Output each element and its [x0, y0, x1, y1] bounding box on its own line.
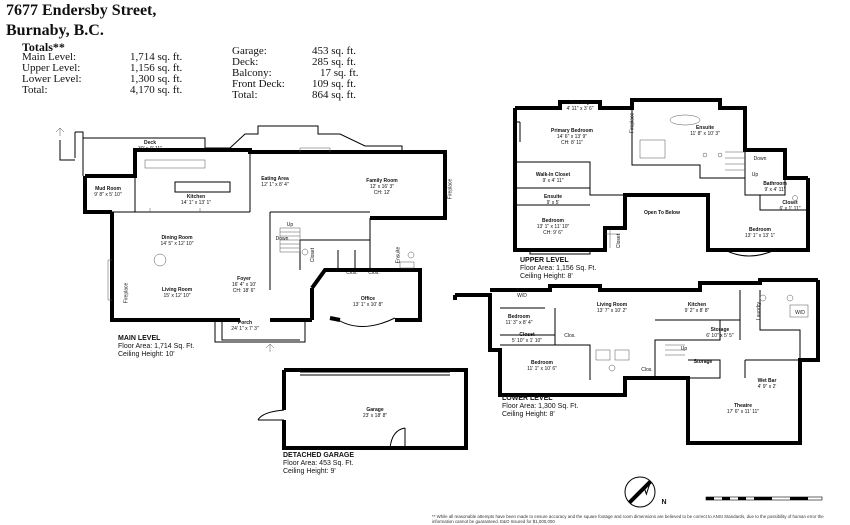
totals-label: Balcony:	[232, 67, 272, 79]
level-ceiling: Ceiling Height: 10'	[118, 351, 175, 358]
totals-label: Total:	[232, 89, 258, 101]
address-line-1: 7677 Endersby Street,	[6, 2, 157, 19]
label-fireplace: Fireplace	[447, 178, 454, 200]
lower-level-plan	[453, 278, 820, 445]
level-name: LOWER LEVEL	[502, 395, 553, 402]
label-clos: Clos.	[368, 270, 380, 276]
totals-label: Lower Level:	[22, 73, 82, 85]
totals-label: Garage:	[232, 45, 267, 57]
label-up: Up	[680, 346, 688, 352]
totals-label: Deck:	[232, 56, 259, 68]
label-wd: W/D	[517, 293, 527, 299]
totals-heading: Totals**	[22, 40, 65, 54]
totals-value: 285 sq. ft.	[312, 56, 356, 68]
level-name: DETACHED GARAGE	[283, 452, 355, 459]
label-laundry: Laundry	[756, 301, 763, 321]
north-label: N	[661, 499, 667, 506]
totals-value: 17 sq. ft.	[320, 67, 359, 79]
level-ceiling: Ceiling Height: 9'	[283, 468, 336, 475]
label-up: Up	[751, 172, 759, 178]
label-closet: Closet	[616, 233, 623, 249]
garage-caption: DETACHED GARAGE Floor Area: 453 Sq. Ft. …	[283, 452, 354, 476]
north-compass	[624, 476, 656, 508]
totals-label: Main Level:	[22, 51, 77, 63]
level-ceiling: Ceiling Height: 8'	[502, 411, 555, 418]
level-area: Floor Area: 1,156 Sq. Ft.	[520, 265, 597, 272]
label-ensuite: Ensuite	[395, 246, 402, 264]
level-name: UPPER LEVEL	[520, 257, 569, 264]
label-closet: Closet	[310, 247, 317, 263]
totals-label: Front Deck:	[232, 78, 285, 90]
level-area: Floor Area: 1,300 Sq. Ft.	[502, 403, 579, 410]
label-clos: Clos.	[641, 367, 653, 373]
totals-value: 1,156 sq. ft.	[130, 62, 183, 74]
label-clos: Clos.	[346, 270, 358, 276]
garage-plan	[257, 368, 468, 450]
totals-value: 864 sq. ft.	[312, 89, 356, 101]
totals-value: 109 sq. ft.	[312, 78, 356, 90]
label-clos: Clos.	[564, 333, 576, 339]
label-down: Down	[753, 156, 767, 162]
upper-level-plan	[513, 98, 810, 257]
level-ceiling: Ceiling Height: 8'	[520, 273, 573, 280]
main-level-caption: MAIN LEVEL Floor Area: 1,714 Sq. Ft. Cei…	[118, 335, 194, 359]
room-storage-small: Storage	[693, 359, 713, 365]
totals-value: 1,300 sq. ft.	[130, 73, 183, 85]
disclaimer: ** While all reasonable attempts have be…	[432, 514, 824, 524]
level-area: Floor Area: 1,714 Sq. Ft.	[118, 343, 195, 350]
upper-level-caption: UPPER LEVEL Floor Area: 1,156 Sq. Ft. Ce…	[520, 257, 596, 281]
room-open-to-below: Open To Below	[643, 210, 681, 216]
label-wd: W/D	[795, 310, 805, 316]
totals-value: 453 sq. ft.	[312, 45, 356, 57]
main-level-plan	[55, 125, 447, 352]
totals-label: Total:	[22, 84, 48, 96]
totals-value: 4,170 sq. ft.	[130, 84, 183, 96]
label-fireplace: Fireplace	[629, 112, 636, 134]
address-line-2: Burnaby, B.C.	[6, 22, 104, 39]
totals-value: 1,714 sq. ft.	[130, 51, 183, 63]
lower-level-caption: LOWER LEVEL Floor Area: 1,300 Sq. Ft. Ce…	[502, 395, 578, 419]
level-area: Floor Area: 453 Sq. Ft.	[283, 460, 354, 467]
label-up: Up	[286, 222, 294, 228]
label-fireplace: Fireplace	[123, 282, 130, 304]
level-name: MAIN LEVEL	[118, 335, 161, 342]
scale-bar	[705, 496, 823, 501]
totals-label: Upper Level:	[22, 62, 81, 74]
label-down: Down	[275, 236, 289, 242]
